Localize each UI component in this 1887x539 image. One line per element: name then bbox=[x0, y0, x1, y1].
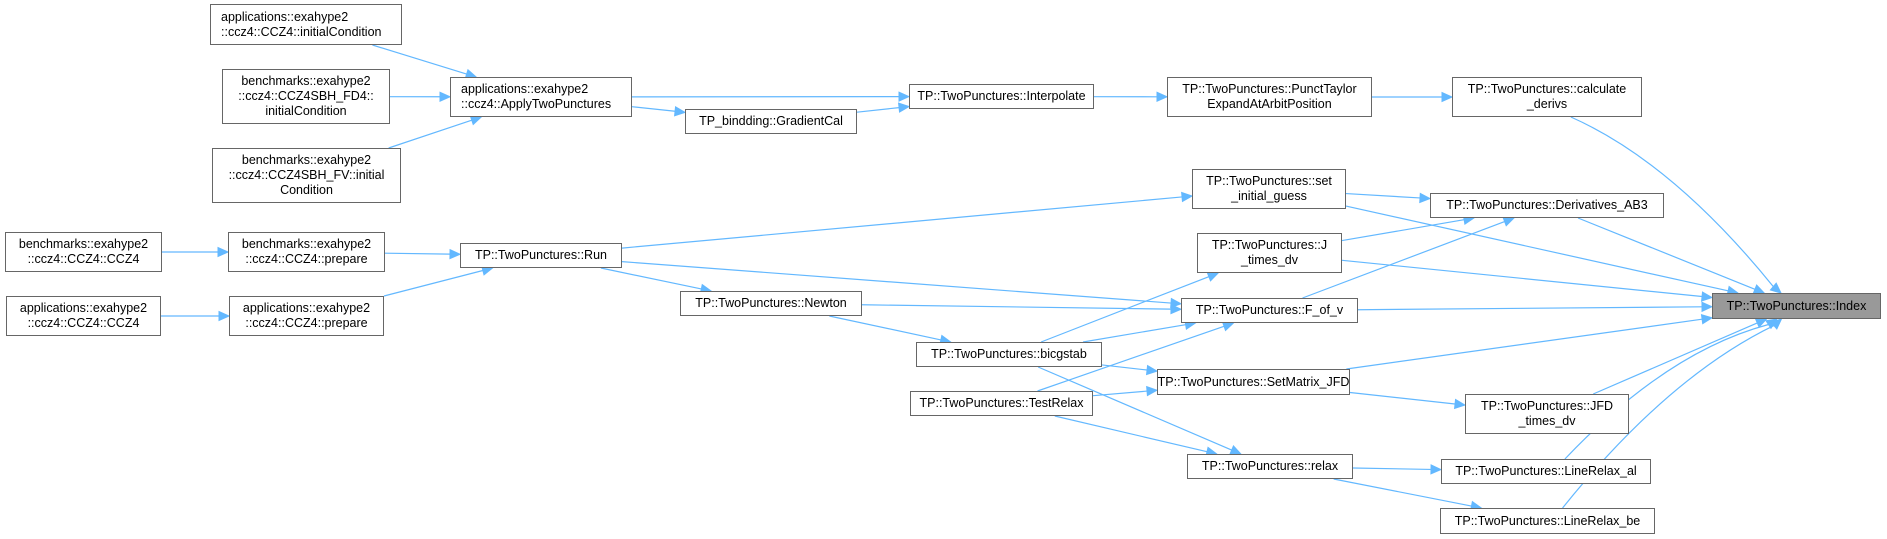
node-punct-taylor[interactable]: TP::TwoPunctures::PunctTaylor ExpandAtAr… bbox=[1167, 77, 1372, 117]
edge-relax-to-line_relax_al bbox=[1352, 467, 1432, 471]
node-test-relax[interactable]: TP::TwoPunctures::TestRelax bbox=[910, 391, 1093, 416]
arrowhead-icon bbox=[1701, 301, 1714, 313]
node-bm-ccz4[interactable]: benchmarks::exahype2 ::ccz4::CCZ4::CCZ4 bbox=[5, 232, 162, 272]
arrowhead-icon bbox=[218, 310, 231, 322]
node-line-relax-al[interactable]: TP::TwoPunctures::LineRelax_al bbox=[1441, 459, 1651, 484]
edge-j_times_dv-to-derivatives_ab3 bbox=[1341, 219, 1465, 242]
node-j-times-dv[interactable]: TP::TwoPunctures::J _times_dv bbox=[1197, 233, 1342, 273]
edge-f_of_v-to-index bbox=[1357, 306, 1703, 311]
arrowhead-icon bbox=[897, 102, 911, 113]
arrowhead-icon bbox=[1221, 321, 1235, 332]
node-relax[interactable]: TP::TwoPunctures::relax bbox=[1187, 454, 1353, 479]
arrowhead-icon bbox=[1770, 318, 1783, 330]
node-app-initial-condition[interactable]: applications::exahype2 ::ccz4::CCZ4::ini… bbox=[210, 4, 402, 45]
edge-newton-to-bicgstab bbox=[829, 315, 942, 341]
edge-bm_prepare-to-run bbox=[384, 252, 451, 255]
arrowhead-icon bbox=[1453, 398, 1467, 410]
node-line-relax-be[interactable]: TP::TwoPunctures::LineRelax_be bbox=[1440, 508, 1655, 534]
node-calculate-derivs[interactable]: TP::TwoPunctures::calculate _derivs bbox=[1452, 77, 1642, 117]
node-bicgstab[interactable]: TP::TwoPunctures::bicgstab bbox=[916, 342, 1102, 367]
edge-set_initial_guess-to-index bbox=[1345, 205, 1729, 292]
edge-bm_fv_initial_condition-to-apply_two_punctures bbox=[388, 119, 472, 149]
edge-bicgstab-to-f_of_v bbox=[1082, 324, 1186, 343]
arrowhead-icon bbox=[1145, 364, 1159, 376]
arrowhead-icon bbox=[449, 248, 462, 260]
node-interpolate[interactable]: TP::TwoPunctures::Interpolate bbox=[909, 84, 1094, 109]
arrowhead-icon bbox=[1502, 216, 1516, 227]
arrowhead-icon bbox=[1146, 385, 1159, 397]
edge-run-to-set_initial_guess bbox=[621, 196, 1183, 249]
edge-j_times_dv-to-index bbox=[1341, 259, 1703, 298]
edge-set_initial_guess-to-derivatives_ab3 bbox=[1345, 192, 1421, 199]
edge-app_prepare-to-run bbox=[383, 269, 484, 297]
node-newton[interactable]: TP::TwoPunctures::Newton bbox=[680, 291, 862, 316]
node-gradient-cal[interactable]: TP_bindding::GradientCal bbox=[685, 109, 857, 134]
node-bm-fv-initial-condition[interactable]: benchmarks::exahype2 ::ccz4::CCZ4SBH_FV:… bbox=[212, 148, 401, 203]
edge-apply_two_punctures-to-gradient_cal bbox=[631, 106, 676, 112]
edge-jfd_times_dv-to-index bbox=[1592, 322, 1758, 395]
node-bm-prepare[interactable]: benchmarks::exahype2 ::ccz4::CCZ4::prepa… bbox=[228, 232, 385, 272]
node-app-ccz4[interactable]: applications::exahype2 ::ccz4::CCZ4::CCZ… bbox=[6, 296, 161, 336]
edge-newton-to-f_of_v bbox=[861, 304, 1172, 310]
edge-gradient_cal-to-interpolate bbox=[856, 107, 900, 113]
edge-bicgstab-to-j_times_dv bbox=[1040, 276, 1210, 343]
node-bm-fd4-initial-condition[interactable]: benchmarks::exahype2 ::ccz4::CCZ4SBH_FD4… bbox=[222, 69, 390, 124]
arrowhead-icon bbox=[1419, 192, 1432, 204]
arrowhead-icon bbox=[1170, 303, 1183, 315]
edge-set_matrix_jfd-to-jfd_times_dv bbox=[1349, 391, 1456, 405]
arrowhead-icon bbox=[1769, 282, 1782, 294]
arrowhead-icon bbox=[1430, 464, 1443, 475]
arrowhead-icon bbox=[469, 115, 483, 126]
node-run[interactable]: TP::TwoPunctures::Run bbox=[460, 243, 622, 268]
node-set-initial-guess[interactable]: TP::TwoPunctures::set _initial_guess bbox=[1192, 169, 1346, 209]
arrowhead-icon bbox=[898, 91, 911, 102]
edge-test_relax-to-f_of_v bbox=[1037, 325, 1225, 392]
edge-bicgstab-to-relax bbox=[1037, 366, 1232, 451]
edge-f_of_v-to-derivatives_ab3 bbox=[1302, 220, 1505, 299]
edge-app_initial_condition-to-apply_two_punctures bbox=[372, 44, 467, 75]
arrowhead-icon bbox=[217, 246, 230, 258]
node-f-of-v[interactable]: TP::TwoPunctures::F_of_v bbox=[1181, 298, 1358, 323]
node-apply-two-punctures[interactable]: applications::exahype2 ::ccz4::ApplyTwoP… bbox=[450, 77, 632, 117]
arrowhead-icon bbox=[1156, 91, 1169, 103]
node-set-matrix-jfd[interactable]: TP::TwoPunctures::SetMatrix_JFD bbox=[1157, 369, 1350, 395]
node-index: TP::TwoPunctures::Index bbox=[1712, 293, 1881, 319]
edge-bicgstab-to-set_matrix_jfd bbox=[1101, 364, 1148, 371]
arrowhead-icon bbox=[439, 91, 452, 103]
edge-test_relax-to-set_matrix_jfd bbox=[1092, 390, 1148, 397]
arrowhead-icon bbox=[1700, 314, 1714, 325]
node-app-prepare[interactable]: applications::exahype2 ::ccz4::CCZ4::pre… bbox=[229, 296, 384, 336]
node-derivatives-ab3[interactable]: TP::TwoPunctures::Derivatives_AB3 bbox=[1430, 193, 1664, 218]
arrowhead-icon bbox=[674, 105, 687, 117]
edge-calculate_derivs-to-index bbox=[1570, 116, 1774, 287]
arrowhead-icon bbox=[1206, 271, 1220, 282]
arrowhead-icon bbox=[1229, 445, 1242, 455]
arrowhead-icon bbox=[1441, 91, 1454, 103]
edge-derivatives_ab3-to-index bbox=[1577, 217, 1756, 290]
edge-run-to-newton bbox=[600, 267, 702, 290]
edge-set_matrix_jfd-to-index bbox=[1346, 318, 1703, 370]
node-jfd-times-dv[interactable]: TP::TwoPunctures::JFD _times_dv bbox=[1465, 394, 1629, 434]
edge-relax-to-line_relax_be bbox=[1333, 478, 1472, 507]
edge-run-to-f_of_v bbox=[621, 261, 1172, 304]
arrowhead-icon bbox=[1181, 191, 1194, 203]
edge-test_relax-to-relax bbox=[1054, 415, 1208, 453]
arrowhead-icon bbox=[1701, 291, 1714, 302]
